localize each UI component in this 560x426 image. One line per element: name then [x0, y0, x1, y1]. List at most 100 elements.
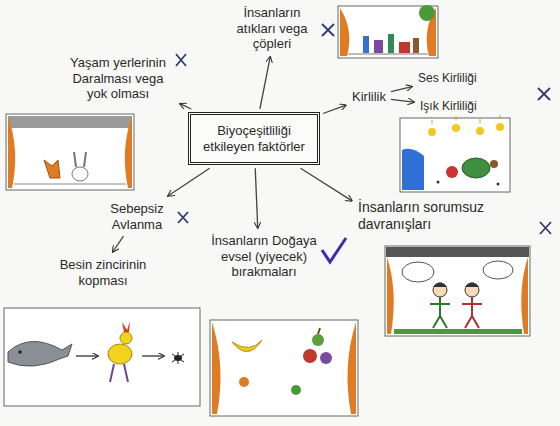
behaviour-picture-part	[483, 261, 513, 279]
concept-text: İnsanların Doğaya evsel (yiyecek) bırakm…	[206, 232, 322, 281]
connector-arrow	[168, 168, 210, 196]
cross-mark	[176, 24, 551, 234]
concept-text: Yaşam yerlerinin Daralması vega yok olma…	[60, 54, 176, 103]
habitat-picture-part	[14, 184, 126, 185]
node-label: Biyoçeşitliliği etkileyen faktörler	[199, 123, 309, 154]
pollution-picture-part	[497, 183, 500, 186]
food-chain-picture-part	[4, 308, 200, 406]
node-label: Sebepsiz Avlanma	[98, 201, 176, 232]
behaviour-picture-part	[430, 297, 450, 328]
behaviour-picture-part	[385, 246, 530, 336]
concept-text: Sebepsiz Avlanma	[96, 200, 178, 233]
behaviour-picture-part	[394, 329, 522, 334]
node-label: Ses Kirliliği	[418, 71, 477, 85]
pollution-picture-part	[432, 115, 500, 124]
food-chain-picture-part	[110, 364, 128, 382]
cross-mark-part	[322, 24, 334, 36]
node-label: Işık Kirliliği	[420, 99, 477, 113]
pollution-picture-part	[496, 123, 504, 131]
pollution-picture-part	[437, 181, 440, 184]
concept-text: Ses Kirliliği	[416, 70, 479, 86]
pollution-picture-part	[446, 166, 458, 178]
food-waste-picture-part	[318, 328, 320, 334]
food-waste-picture-part	[239, 377, 249, 387]
behaviour-picture-part	[465, 283, 479, 297]
connector-arrow	[180, 104, 191, 109]
waste-picture-part	[413, 38, 419, 53]
node-label: İnsanların sorumsuz davranışları	[358, 199, 538, 233]
node-label: İnsanların Doğaya evsel (yiyecek) bırakm…	[208, 233, 320, 280]
food-chain-picture-part	[142, 355, 164, 356]
pollution-picture-part	[402, 149, 424, 190]
cross-mark-part	[176, 54, 186, 66]
behaviour-picture-part	[462, 297, 482, 328]
waste-picture-part	[348, 54, 428, 55]
habitat-picture-part	[8, 116, 132, 128]
habitat-picture-part	[6, 114, 134, 190]
habitat-picture-part	[74, 152, 86, 167]
concept-text: İnsanların atıkları vega çöpleri	[222, 4, 322, 53]
food-waste-picture-part	[303, 349, 317, 363]
waste-picture-part	[374, 40, 383, 53]
connector-arrow	[255, 168, 257, 228]
food-waste-picture-part	[312, 334, 324, 346]
habitat-picture-part	[44, 160, 60, 178]
node-label: Kirlilik	[352, 89, 386, 105]
food-chain-picture-part	[108, 344, 132, 364]
food-chain-picture-part	[172, 352, 184, 364]
behaviour-picture-part	[387, 257, 394, 334]
pollution-picture-part	[428, 128, 436, 136]
cross-mark-part	[540, 222, 551, 234]
node-label: İnsanların atıkları vega çöpleri	[224, 5, 320, 52]
habitat-picture-part	[125, 116, 132, 188]
behaviour-picture-part	[433, 283, 447, 297]
connector-arrow	[301, 168, 352, 201]
concept-text: İnsanların sorumsuz davranışları	[356, 198, 540, 234]
pollution-picture-part	[490, 160, 498, 168]
habitat-picture-part	[72, 167, 88, 181]
food-chain-picture-part	[122, 321, 130, 332]
pollution-picture	[400, 115, 510, 192]
connector-arrow	[391, 99, 414, 102]
behaviour-picture-part	[521, 257, 528, 334]
connector-arrow	[260, 57, 270, 109]
behaviour-picture-part	[402, 262, 434, 282]
central-box: Biyoçeşitliliği etkileyen faktörler	[188, 112, 320, 165]
concept-text: Besin zincirinin kopması	[46, 256, 160, 289]
waste-picture-part	[340, 8, 349, 56]
waste-picture-part	[363, 36, 369, 53]
behaviour-picture	[385, 246, 530, 336]
food-chain-picture-part	[76, 355, 98, 356]
waste-picture-part	[338, 6, 438, 58]
cross-mark-part	[538, 88, 550, 100]
concept-text: Işık Kirliliği	[418, 98, 479, 114]
food-chain-picture-part	[18, 350, 22, 354]
food-waste-picture-part	[320, 352, 332, 364]
behaviour-picture-part	[433, 283, 447, 288]
food-waste-picture-part	[232, 340, 262, 352]
waste-picture-part	[399, 42, 410, 53]
food-chain-picture	[4, 308, 200, 406]
food-waste-picture-part	[291, 385, 301, 395]
habitat-picture	[6, 114, 134, 190]
node-label: Besin zincirinin kopması	[48, 257, 158, 288]
habitat-picture-part	[8, 116, 15, 188]
pollution-picture-part	[462, 158, 490, 178]
connector-arrow	[113, 236, 124, 252]
food-waste-picture-part	[212, 322, 221, 414]
behaviour-picture-part	[386, 247, 529, 257]
waste-picture-part	[388, 34, 394, 53]
food-waste-picture-part	[347, 322, 356, 414]
food-chain-picture-part	[8, 341, 72, 366]
food-chain-picture-part	[120, 332, 132, 344]
pollution-picture-part	[452, 124, 460, 132]
pollution-picture-part	[476, 127, 484, 135]
concept-text: Kirlilik	[350, 88, 388, 106]
connector-arrow	[323, 105, 346, 113]
tick-mark	[322, 238, 346, 262]
cross-mark-part	[178, 212, 188, 223]
node-label: Yaşam yerlerinin Daralması vega yok olma…	[62, 55, 174, 102]
behaviour-picture-part	[465, 283, 479, 288]
food-waste-picture	[210, 320, 358, 416]
